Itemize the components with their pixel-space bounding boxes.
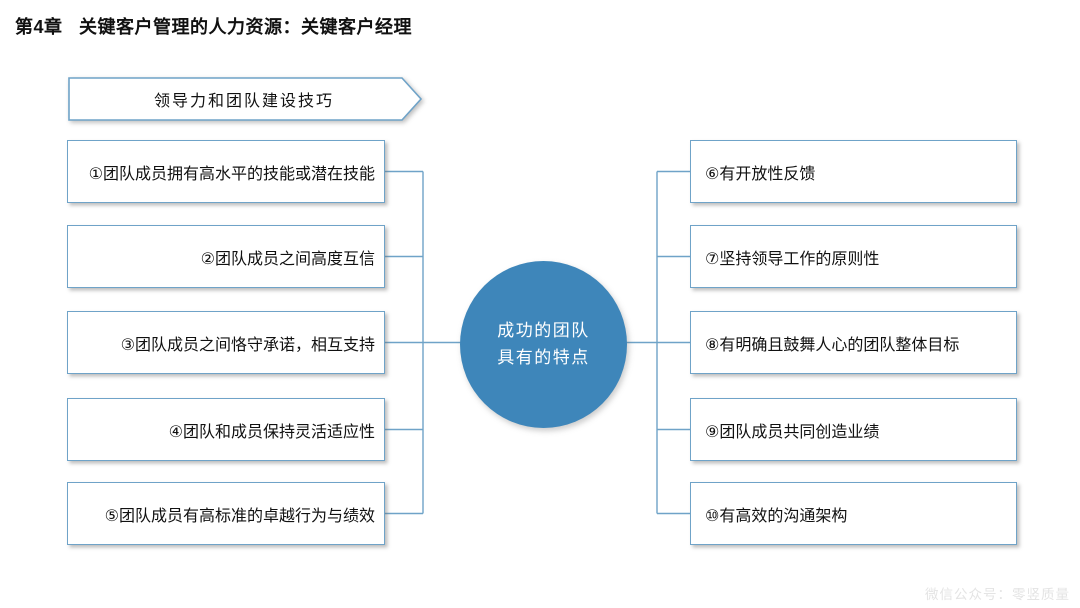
feature-box-7: ⑦坚持领导工作的原则性 bbox=[690, 225, 1017, 288]
page-title: 第4章 关键客户管理的人力资源：关键客户经理 bbox=[15, 17, 413, 37]
feature-box-2-label: ②团队成员之间高度互信 bbox=[200, 250, 375, 268]
feature-box-3-label: ③团队成员之间恪守承诺，相互支持 bbox=[120, 336, 375, 354]
feature-box-8: ⑧有明确且鼓舞人心的团队整体目标 bbox=[690, 311, 1017, 374]
feature-box-2: ②团队成员之间高度互信 bbox=[67, 225, 385, 288]
feature-box-10-label: ⑩有高效的沟通架构 bbox=[705, 507, 848, 525]
watermark-text: 微信公众号：零竖质量 bbox=[925, 587, 1070, 602]
feature-box-6: ⑥有开放性反馈 bbox=[690, 140, 1017, 203]
section-banner: 领导力和团队建设技巧 bbox=[68, 77, 424, 123]
center-topic-line2: 具有的特点 bbox=[497, 347, 590, 367]
center-topic-circle: 成功的团队 具有的特点 bbox=[460, 261, 627, 428]
feature-box-4-label: ④团队和成员保持灵活适应性 bbox=[168, 423, 375, 441]
feature-box-10: ⑩有高效的沟通架构 bbox=[690, 482, 1017, 545]
feature-box-3: ③团队成员之间恪守承诺，相互支持 bbox=[67, 311, 385, 374]
feature-box-1: ①团队成员拥有高水平的技能或潜在技能 bbox=[67, 140, 385, 203]
feature-box-4: ④团队和成员保持灵活适应性 bbox=[67, 398, 385, 461]
banner-label: 领导力和团队建设技巧 bbox=[153, 93, 334, 110]
feature-box-5-label: ⑤团队成员有高标准的卓越行为与绩效 bbox=[104, 507, 375, 525]
feature-box-9-label: ⑨团队成员共同创造业绩 bbox=[705, 423, 880, 441]
feature-box-6-label: ⑥有开放性反馈 bbox=[705, 165, 816, 183]
feature-box-7-label: ⑦坚持领导工作的原则性 bbox=[705, 250, 880, 268]
feature-box-5: ⑤团队成员有高标准的卓越行为与绩效 bbox=[67, 482, 385, 545]
feature-box-9: ⑨团队成员共同创造业绩 bbox=[690, 398, 1017, 461]
banner-arrow-shape bbox=[68, 77, 423, 121]
feature-box-8-label: ⑧有明确且鼓舞人心的团队整体目标 bbox=[705, 336, 960, 354]
feature-box-1-label: ①团队成员拥有高水平的技能或潜在技能 bbox=[88, 165, 375, 183]
center-topic-line1: 成功的团队 bbox=[497, 321, 590, 341]
